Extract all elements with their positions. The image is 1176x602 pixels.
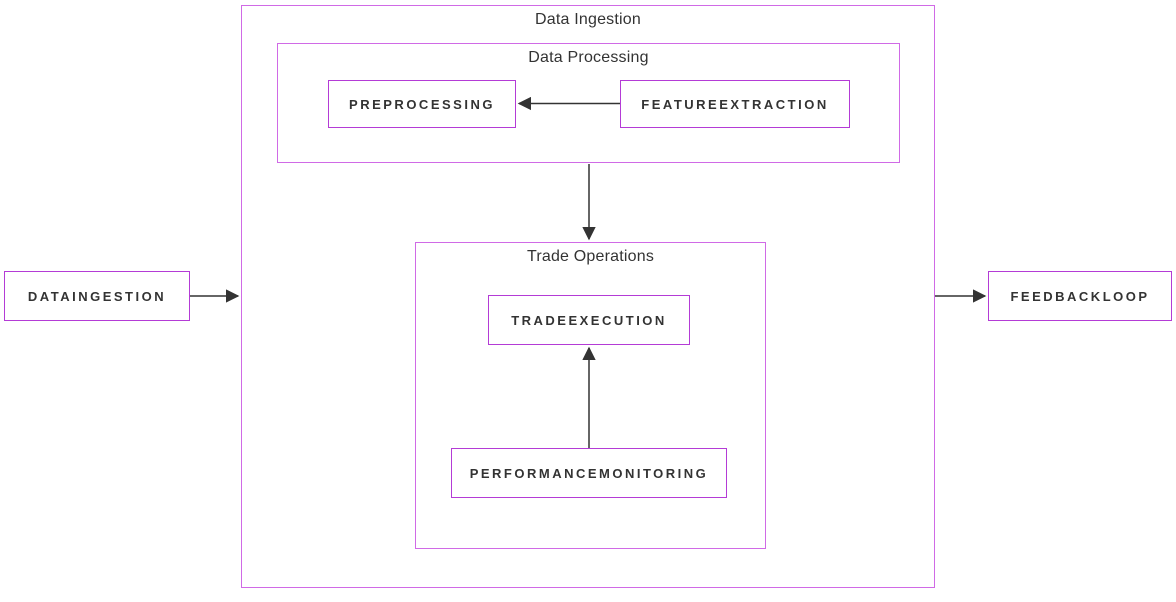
node-feedbackloop: FEEDBACKLOOP [988, 271, 1172, 321]
node-dataingestion: DATAINGESTION [4, 271, 190, 321]
node-preprocessing: PREPROCESSING [328, 80, 516, 128]
node-tradeexecution-label: TRADEEXECUTION [511, 312, 667, 328]
node-performancemonitoring-label: PERFORMANCEMONITORING [469, 465, 709, 481]
node-performancemonitoring: PERFORMANCEMONITORING [451, 448, 727, 498]
node-featureextraction: FEATUREEXTRACTION [620, 80, 850, 128]
cluster-data-processing: Data Processing [277, 43, 900, 163]
node-feedbackloop-label: FEEDBACKLOOP [1010, 288, 1150, 304]
cluster-trade-operations-label: Trade Operations [526, 248, 655, 265]
node-featureextraction-label: FEATUREEXTRACTION [641, 96, 829, 112]
node-tradeexecution: TRADEEXECUTION [488, 295, 690, 345]
node-dataingestion-label: DATAINGESTION [27, 288, 167, 304]
cluster-data-ingestion: Data Ingestion [241, 5, 935, 588]
node-preprocessing-label: PREPROCESSING [349, 96, 495, 112]
cluster-data-ingestion-label: Data Ingestion [535, 11, 641, 28]
cluster-data-processing-label: Data Processing [528, 49, 649, 66]
cluster-trade-operations: Trade Operations [415, 242, 766, 549]
